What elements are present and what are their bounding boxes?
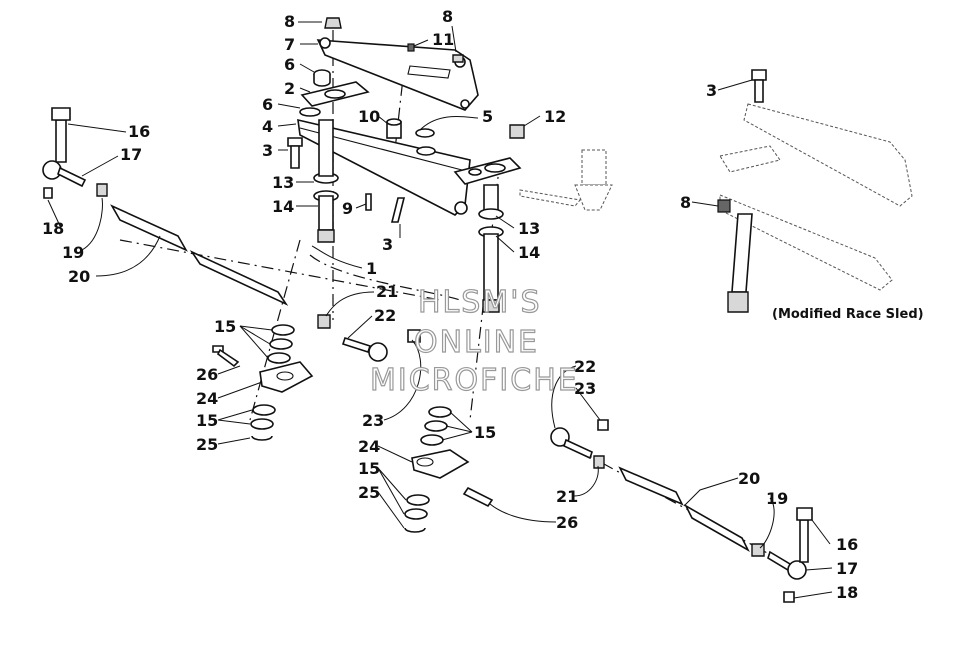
callout-3-left: 3	[262, 141, 273, 160]
callout-15-left-lower: 15	[196, 411, 218, 430]
small-hardware	[365, 118, 525, 223]
watermark: HLSM'S ONLINE MICROFICHE	[369, 284, 579, 398]
callout-6-upper: 6	[284, 55, 295, 74]
callout-7: 7	[284, 35, 295, 54]
leader-lines	[47, 21, 833, 599]
callout-9: 9	[342, 199, 353, 218]
callout-13-left: 13	[272, 173, 294, 192]
callout-24-right: 24	[358, 437, 380, 456]
race-sled-inset	[717, 69, 913, 313]
bolt-3-upper	[287, 137, 303, 169]
callout-20-left: 20	[68, 267, 90, 286]
callout-12: 12	[544, 107, 566, 126]
callout-13-right: 13	[518, 219, 540, 238]
left-steering-arm	[212, 324, 314, 441]
callout-21-right: 21	[556, 487, 578, 506]
left-tie-rod	[42, 107, 421, 362]
callout-19-right: 19	[766, 489, 788, 508]
right-steering-arm	[404, 406, 494, 533]
callout-14-left: 14	[272, 197, 294, 216]
watermark-line-3: MICROFICHE	[370, 363, 579, 398]
steering-post-left	[313, 119, 339, 243]
callout-24-left: 24	[196, 389, 218, 408]
callout-15-right-upper: 15	[474, 423, 496, 442]
callout-26-right: 26	[556, 513, 578, 532]
callout-22-right: 22	[574, 357, 596, 376]
callout-21-left: 21	[376, 282, 398, 301]
callout-6-lower: 6	[262, 95, 273, 114]
callout-25-left: 25	[196, 435, 218, 454]
callout-26-left: 26	[196, 365, 218, 384]
spacers	[299, 69, 370, 117]
watermark-line-1: HLSM'S	[418, 285, 542, 320]
ski-spindle	[519, 149, 613, 211]
callout-8-inset: 8	[680, 193, 691, 212]
callout-1: 1	[366, 259, 377, 278]
lower-steering-plate	[297, 118, 522, 216]
callout-16-left: 16	[128, 122, 150, 141]
callout-3-inset: 3	[706, 81, 717, 100]
callout-2: 2	[284, 79, 295, 98]
callout-numbers: 8 7 6 2 6 4 3 13 14 8 11 10 5 12 9 3 13 …	[42, 7, 858, 602]
watermark-line-2: ONLINE	[414, 325, 539, 360]
callout-20-right: 20	[738, 469, 760, 488]
callout-19-left: 19	[62, 243, 84, 262]
callout-23-right: 23	[574, 379, 596, 398]
callout-4: 4	[262, 117, 273, 136]
callout-22-left: 22	[374, 306, 396, 325]
inset-caption: (Modified Race Sled)	[772, 307, 924, 322]
callout-8-top-right: 8	[442, 7, 453, 26]
callout-3-center: 3	[382, 235, 393, 254]
callout-17-left: 17	[120, 145, 142, 164]
callout-14-right: 14	[518, 243, 540, 262]
callout-25-right: 25	[358, 483, 380, 502]
callout-10: 10	[358, 107, 380, 126]
right-tie-rod	[550, 419, 813, 603]
callout-23-center: 23	[362, 411, 384, 430]
callout-15-left-upper: 15	[214, 317, 236, 336]
callout-15-right-lower: 15	[358, 459, 380, 478]
callout-5: 5	[482, 107, 493, 126]
steering-post-right	[478, 184, 504, 313]
callout-16-right: 16	[836, 535, 858, 554]
callout-8-top-left: 8	[284, 12, 295, 31]
bushings-top	[324, 17, 464, 63]
callout-18-left: 18	[42, 219, 64, 238]
callout-18-right: 18	[836, 583, 858, 602]
callout-17-right: 17	[836, 559, 858, 578]
callout-11: 11	[432, 30, 454, 49]
